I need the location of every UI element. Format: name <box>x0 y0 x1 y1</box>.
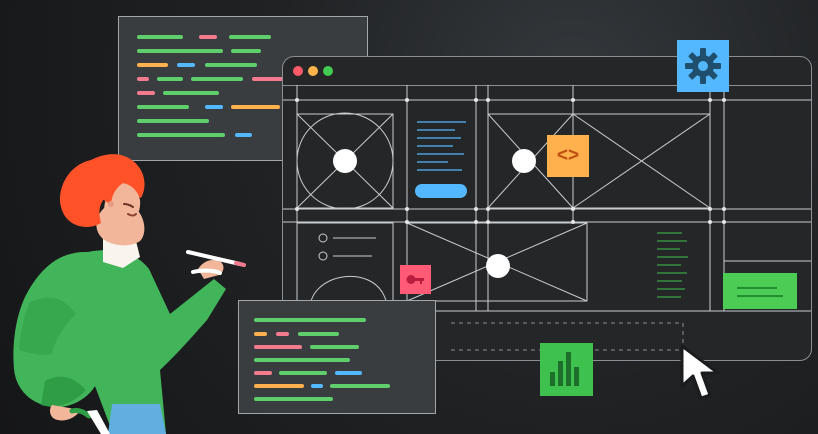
bottom-code-panel <box>238 300 436 414</box>
minimize-dot-icon <box>308 66 318 76</box>
code-line <box>276 332 289 336</box>
code-line <box>311 384 323 388</box>
key-tile[interactable] <box>400 265 431 294</box>
code-line <box>252 77 286 81</box>
close-dot-icon <box>293 66 303 76</box>
code-tile[interactable]: <> <box>547 135 589 177</box>
code-line <box>191 77 243 81</box>
code-line <box>254 371 272 375</box>
code-line <box>137 133 225 137</box>
code-line <box>205 63 257 67</box>
code-line <box>137 35 183 39</box>
code-line <box>137 119 209 123</box>
wireframe-canvas <box>283 85 811 360</box>
code-line <box>330 384 390 388</box>
code-line <box>199 35 217 39</box>
code-line <box>279 371 327 375</box>
maximize-dot-icon <box>323 66 333 76</box>
code-line <box>254 358 350 362</box>
code-line <box>254 384 304 388</box>
bar-chart-icon <box>550 352 579 386</box>
code-line <box>254 397 333 401</box>
code-line <box>235 133 252 137</box>
code-line <box>254 318 366 322</box>
green-info-card <box>723 273 797 309</box>
code-line <box>335 371 362 375</box>
code-line <box>137 105 189 109</box>
chart-tile[interactable] <box>540 343 593 396</box>
settings-tile[interactable] <box>677 40 729 92</box>
code-line <box>137 63 168 67</box>
code-line <box>310 345 359 349</box>
code-line <box>163 91 219 95</box>
developer-illustration <box>13 154 246 434</box>
gear-icon <box>685 48 721 84</box>
key-icon <box>406 275 424 284</box>
code-line <box>157 77 183 81</box>
code-line <box>137 49 223 53</box>
code-line <box>137 91 155 95</box>
code-line <box>177 63 195 67</box>
code-line <box>137 77 149 81</box>
code-line <box>231 49 261 53</box>
cursor-icon <box>680 344 720 400</box>
code-icon: <> <box>556 145 580 166</box>
code-line <box>298 332 339 336</box>
green-card-line <box>737 287 777 289</box>
code-line <box>229 35 271 39</box>
code-line <box>205 105 223 109</box>
code-line <box>231 105 280 109</box>
green-card-line <box>737 295 783 297</box>
code-line <box>254 332 267 336</box>
window-titlebar <box>283 57 811 86</box>
code-line <box>254 345 302 349</box>
